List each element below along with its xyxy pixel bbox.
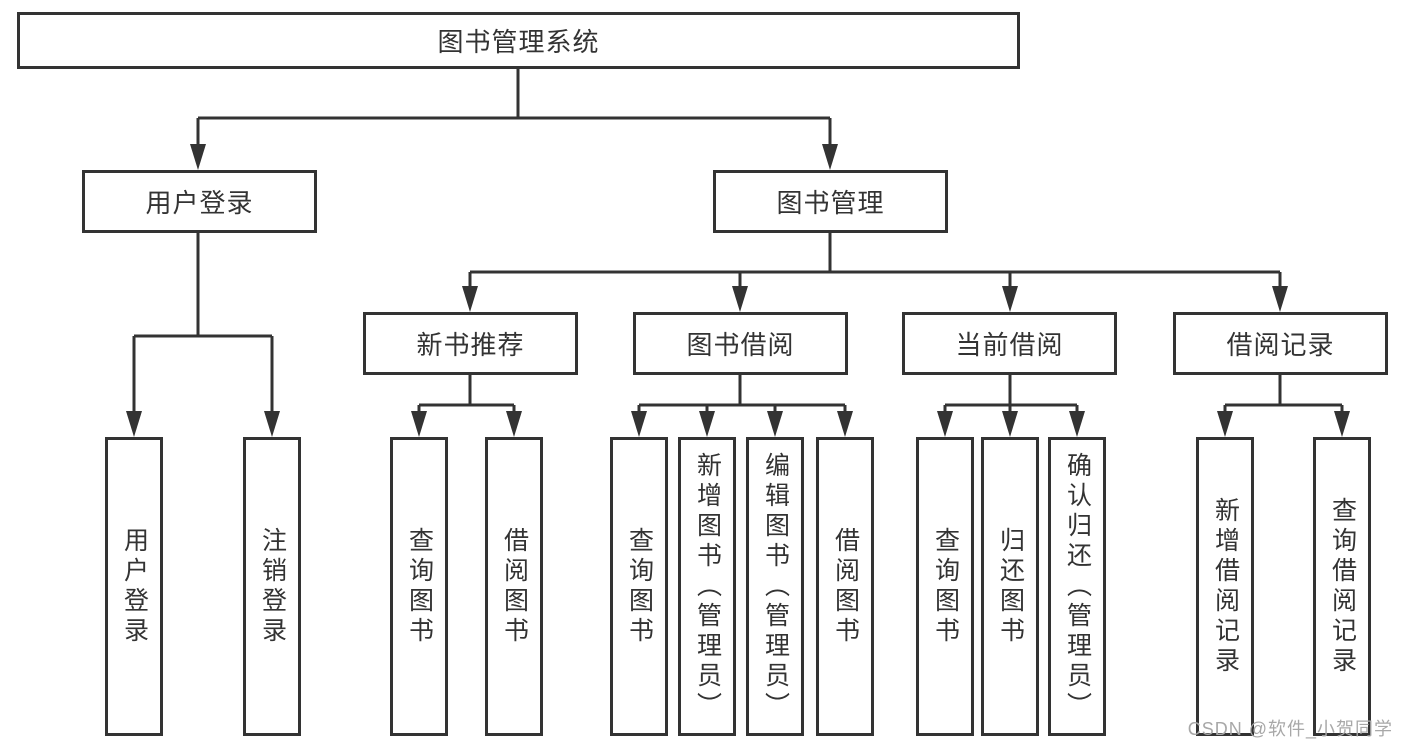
leaf-user-login: 用户登录 — [105, 437, 163, 736]
leaf-borrow-edit-book-admin: 编辑图书（管理员） — [746, 437, 804, 736]
leaf-recommend-query-book: 查询图书 — [390, 437, 448, 736]
leaf-current-confirm-return-admin: 确认归还（管理员） — [1048, 437, 1106, 736]
leaf-borrow-add-book-admin: 新增图书（管理员） — [678, 437, 736, 736]
leaf-records-add-borrow-record: 新增借阅记录 — [1196, 437, 1254, 736]
leaf-records-query-borrow-record: 查询借阅记录 — [1313, 437, 1371, 736]
leaf-logout-login: 注销登录 — [243, 437, 301, 736]
node-user-login: 用户登录 — [82, 170, 317, 233]
leaf-recommend-borrow-book: 借阅图书 — [485, 437, 543, 736]
leaf-borrow-query-book: 查询图书 — [610, 437, 668, 736]
leaf-current-query-book: 查询图书 — [916, 437, 974, 736]
leaf-current-return-book: 归还图书 — [981, 437, 1039, 736]
node-book-management: 图书管理 — [713, 170, 948, 233]
csdn-watermark: CSDN @软件_小贺同学 — [1187, 719, 1393, 739]
node-new-book-recommend: 新书推荐 — [363, 312, 578, 375]
node-library-management-system: 图书管理系统 — [17, 12, 1020, 69]
node-borrow-records: 借阅记录 — [1173, 312, 1388, 375]
leaf-borrow-borrow-book: 借阅图书 — [816, 437, 874, 736]
node-current-borrow: 当前借阅 — [902, 312, 1117, 375]
node-book-borrow: 图书借阅 — [633, 312, 848, 375]
